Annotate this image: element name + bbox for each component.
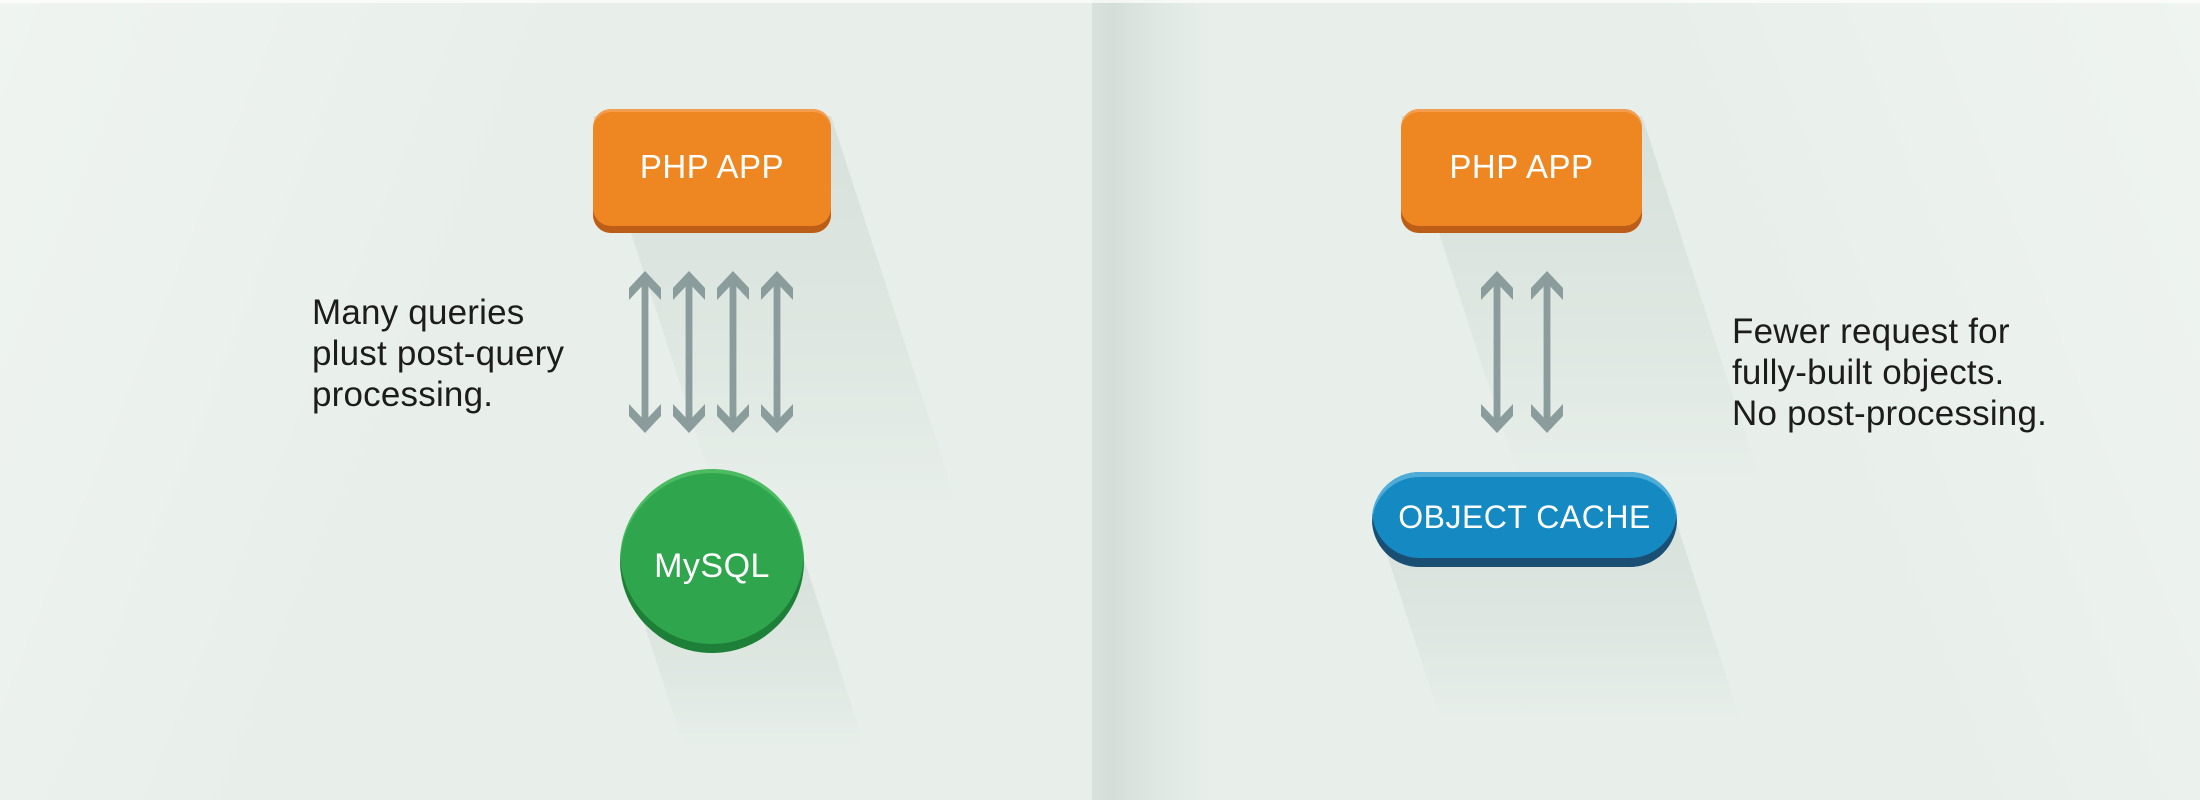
object-cache-label: OBJECT CACHE [1398, 499, 1651, 535]
caption-line: processing. [312, 375, 494, 414]
php-app-label: PHP APP [639, 148, 785, 185]
caption-line: fully-built objects. [1732, 353, 2005, 392]
caption-line: plust post-query [312, 334, 565, 373]
mysql-label: MySQL [654, 546, 770, 585]
caption-line: No post-processing. [1732, 394, 2048, 433]
panel-mysql-architecture: PHP APP MySQL Many queries plust po [0, 0, 1092, 800]
top-highlight-edge [0, 0, 2200, 3]
object-cache-caption: Fewer request for fully-built objects. N… [1732, 311, 2047, 434]
double-arrow-icon [1531, 271, 1563, 433]
page-fold-shade [1092, 0, 1212, 800]
php-app-node: PHP APP [593, 109, 831, 233]
double-arrow-icon [717, 271, 749, 433]
php-app-node: PHP APP [1401, 109, 1642, 233]
mysql-caption: Many queries plust post-query processing… [312, 292, 564, 415]
mysql-node: MySQL [620, 469, 804, 653]
double-arrow-icon [673, 271, 705, 433]
php-app-label: PHP APP [1449, 148, 1594, 185]
double-arrow-icon [761, 271, 793, 433]
caption-line: Fewer request for [1732, 312, 2010, 351]
double-arrow-icon [1481, 271, 1513, 433]
caption-line: Many queries [312, 293, 525, 332]
object-cache-node: OBJECT CACHE [1372, 472, 1677, 567]
panel-object-cache-architecture: PHP APP OBJECT CACHE Fewer request for f… [1092, 0, 2200, 800]
double-arrow-icon [629, 271, 661, 433]
